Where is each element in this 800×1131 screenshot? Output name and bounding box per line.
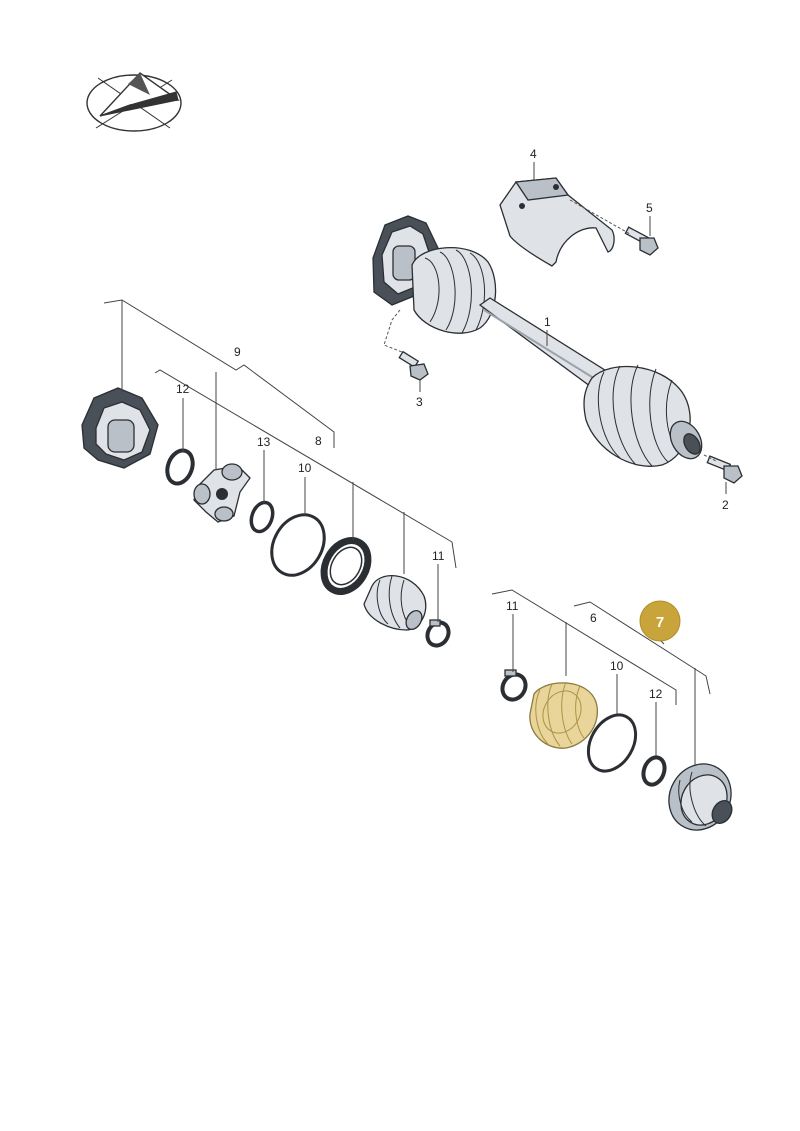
callout-12-lower: 12 — [649, 687, 663, 701]
callout-4: 4 — [530, 147, 537, 161]
circlip-12-upper — [165, 448, 195, 486]
boot-flange — [320, 537, 372, 595]
inner-joint-boot — [363, 575, 427, 631]
callout-1: 1 — [544, 315, 551, 329]
shaft-inner-boot — [411, 246, 497, 334]
bolt-3 — [398, 350, 429, 381]
callout-2: 2 — [722, 498, 729, 512]
drive-shaft-assembly — [372, 215, 703, 467]
callout-3: 3 — [416, 395, 423, 409]
bolt-2 — [706, 455, 743, 484]
callout-10-lower: 10 — [610, 659, 624, 673]
callout-9: 9 — [234, 345, 241, 359]
outer-cv-joint — [668, 763, 733, 831]
shaft-outer-boot — [583, 364, 691, 467]
callout-11-lower: 11 — [506, 599, 519, 613]
callout-7-badge[interactable]: 7 — [639, 600, 681, 642]
callout-12-upper: 12 — [176, 382, 190, 396]
clamp-ring-10-lower — [586, 713, 638, 773]
circlip-12-lower — [641, 755, 667, 787]
clamp-ring-10-upper — [270, 513, 326, 577]
callout-5: 5 — [646, 201, 653, 215]
outer-joint-boot-highlighted — [529, 681, 598, 749]
circlip-13 — [249, 500, 275, 534]
callout-8: 8 — [315, 434, 322, 448]
leader-lines — [103, 162, 727, 766]
inner-joint-housing — [81, 387, 159, 469]
callout-10-upper: 10 — [298, 461, 312, 475]
callout-7: 7 — [656, 614, 664, 631]
heat-shield — [499, 177, 615, 267]
hose-clamp-11-lower — [500, 669, 528, 702]
hose-clamp-11-upper — [425, 619, 451, 648]
direction-arrow-logo-icon — [86, 72, 182, 132]
callout-11-upper: 11 — [432, 549, 445, 563]
shaft-rod — [478, 297, 609, 393]
callout-labels: 1 2 3 4 5 9 8 12 13 10 11 11 6 10 12 — [176, 147, 729, 701]
shaft-outer-stub — [669, 420, 703, 460]
callout-6: 6 — [590, 611, 597, 625]
bolt-5 — [624, 226, 659, 256]
tripod-spider — [193, 463, 251, 523]
callout-13: 13 — [257, 435, 271, 449]
